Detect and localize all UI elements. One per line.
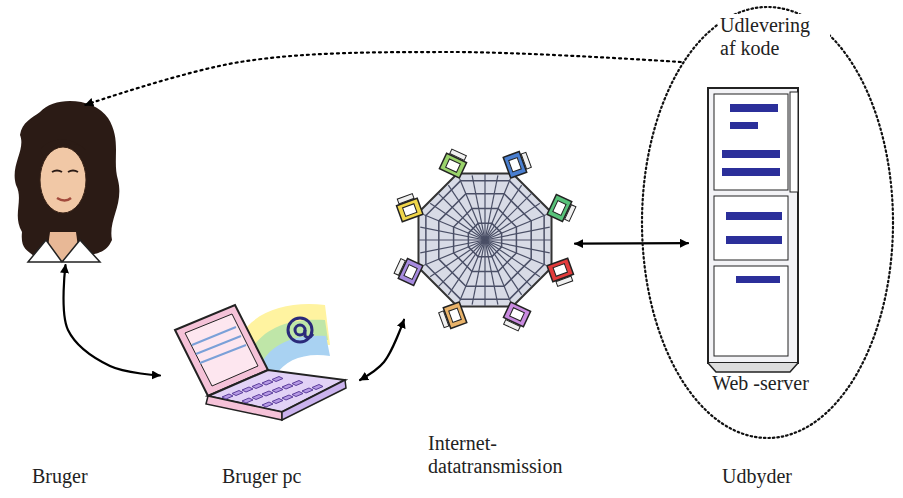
double-arrow — [64, 265, 160, 376]
web-server-tower — [708, 88, 798, 372]
pc-node: Bruger pc — [160, 290, 360, 440]
node-label: Internet- datatransmission — [428, 432, 598, 478]
arrow — [85, 52, 681, 105]
network-node: Internet- datatransmission — [395, 150, 575, 325]
double-arrow — [360, 320, 404, 380]
node-label: Bruger pc — [222, 465, 342, 488]
double-arrow — [575, 242, 688, 245]
internet-web — [393, 148, 577, 332]
provider-ellipse: Web -serverUdlevering af kodeUdbyder — [640, 5, 895, 440]
group-label: Udbyder — [722, 465, 822, 488]
user-node: Bruger — [5, 105, 115, 265]
node-label: Web -server — [688, 372, 833, 395]
node-label: Udlevering af kode — [718, 14, 830, 60]
user-figure — [15, 101, 120, 262]
node-label: Bruger — [32, 465, 112, 488]
user-pc — [175, 304, 346, 420]
server-node: Web -server — [688, 80, 833, 400]
